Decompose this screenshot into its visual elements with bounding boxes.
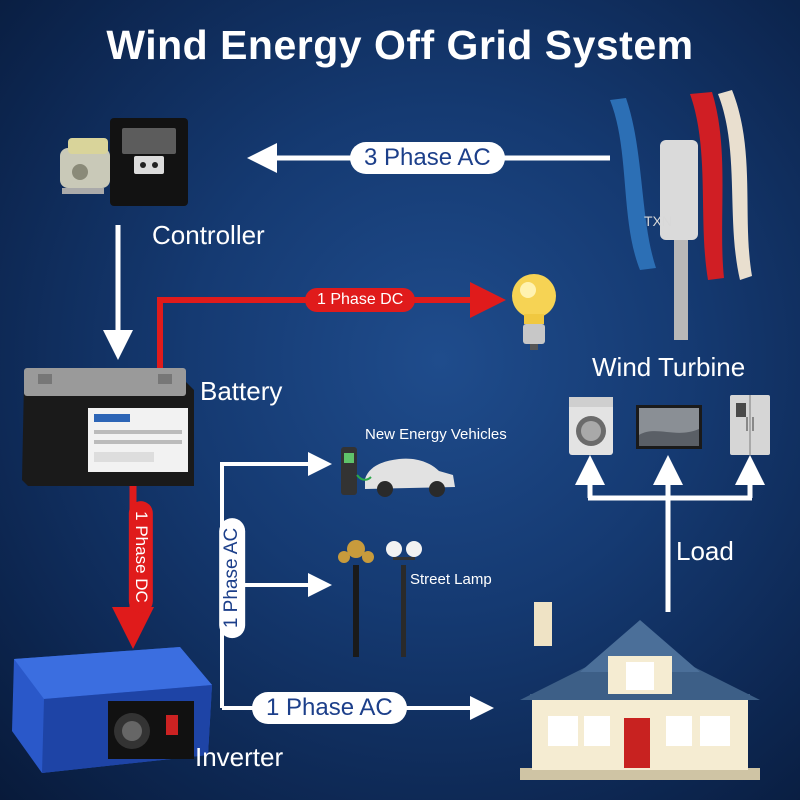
inverter-label: Inverter — [195, 742, 284, 772]
house-image — [520, 602, 760, 780]
controller-label: Controller — [152, 220, 265, 250]
street-lamp-icon — [338, 540, 422, 657]
television-icon — [636, 405, 702, 449]
controller-image — [60, 118, 188, 206]
refrigerator-icon — [730, 395, 770, 455]
battery-image — [22, 368, 194, 486]
label-1-phase-dc-inverter: 1 Phase DC — [128, 501, 153, 613]
wind-turbine-label: Wind Turbine — [592, 352, 746, 382]
light-bulb-icon — [512, 274, 556, 350]
electric-vehicle-icon — [341, 447, 455, 497]
label-3-phase-ac: 3 Phase AC — [350, 142, 505, 174]
washing-machine-icon — [569, 397, 613, 455]
street-lamp-label: Street Lamp — [410, 571, 492, 588]
wind-turbine-image: TXN — [610, 90, 752, 340]
turbine-brand-mark: TXN — [644, 213, 672, 229]
diagram-title: Wind Energy Off Grid System — [106, 22, 694, 68]
battery-label: Battery — [200, 376, 283, 406]
label-1-phase-dc-bulb: 1 Phase DC — [305, 288, 416, 312]
new-energy-vehicles-label: New Energy Vehicles — [365, 426, 507, 443]
label-1-phase-ac-branch: 1 Phase AC — [219, 517, 246, 639]
inverter-image — [12, 647, 212, 773]
label-1-phase-ac-house: 1 Phase AC — [252, 692, 407, 724]
load-label: Load — [676, 536, 734, 566]
